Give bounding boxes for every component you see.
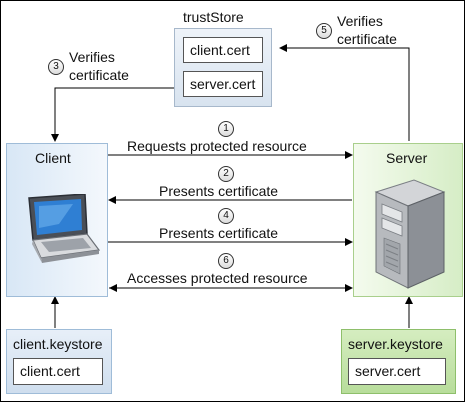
arrow-accesses-resource-back-head	[109, 284, 117, 292]
step-1-badge: 1	[218, 121, 234, 137]
truststore-server-cert: server.cert	[183, 71, 263, 97]
arrow-verifies-server-certificate	[279, 44, 410, 141]
server-panel: Server	[353, 143, 463, 297]
truststore-panel: client.cert server.cert	[174, 28, 272, 107]
server-keystore-panel: server.keystore server.cert	[341, 329, 456, 394]
step-2-label: Presents certificate	[159, 183, 279, 199]
step-5-label-line1: Verifies	[337, 13, 383, 29]
step-2-badge: 2	[218, 166, 234, 182]
step-5-label-line2: certificate	[337, 31, 397, 47]
truststore-title: trustStore	[183, 9, 244, 25]
server-keystore-title: server.keystore	[348, 336, 443, 352]
server-tower-icon	[374, 179, 446, 289]
client-label: Client	[35, 150, 71, 166]
server-keystore-cert: server.cert	[348, 358, 446, 385]
client-keystore-panel: client.keystore client.cert	[6, 329, 112, 394]
step-6-badge: 6	[218, 253, 234, 269]
step-3-label-line1: Verifies	[69, 49, 115, 65]
client-keystore-title: client.keystore	[13, 336, 103, 352]
step-3-label-line2: certificate	[69, 67, 129, 83]
laptop-icon	[28, 194, 101, 263]
truststore-client-cert: client.cert	[183, 37, 263, 63]
step-4-badge: 4	[218, 208, 234, 224]
step-4-label: Presents certificate	[159, 225, 279, 241]
step-1-label: Requests protected resource	[127, 138, 307, 154]
server-label: Server	[386, 150, 428, 166]
arrow-verifies-client-certificate	[51, 87, 174, 142]
step-6-label: Accesses protected resource	[127, 270, 308, 286]
step-3-badge: 3	[48, 59, 64, 75]
client-panel: Client	[6, 143, 108, 297]
step-5-badge: 5	[316, 23, 332, 39]
client-keystore-cert: client.cert	[13, 358, 103, 385]
